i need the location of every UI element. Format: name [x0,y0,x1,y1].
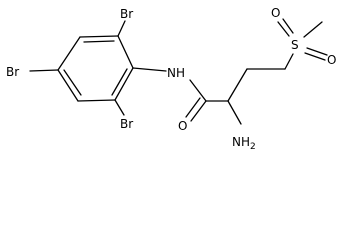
o-sulfonyl-1-label: O [271,6,280,20]
nh2-label: NH2 [232,135,256,152]
benzene-ring [57,35,134,102]
ring-bond-1 [117,35,134,69]
bond-carbonyl-o-2 [185,97,201,118]
o-sulfonyl-2-label: O [327,53,336,67]
bond-alpha-beta [227,68,248,102]
bond-s-methyl [303,21,323,38]
bond-ring-br-top [117,20,126,37]
ring-bond-2 [114,67,134,101]
molecule-structure: Br Br Br NH O NH2 S O O [6,6,336,152]
bond-ring-br-bottom [114,99,125,116]
ring-bond-6 [79,35,119,38]
ring-bond-3 [77,99,116,102]
bond-ring-nh [132,67,167,72]
ring-double-1 [83,40,115,43]
bond-s-o2-b [306,47,328,56]
bond-s-o1-b [282,18,294,34]
ring-bond-5 [57,36,81,71]
bond-s-o2-a [304,52,326,61]
bond-carbonyl-o-1 [190,100,207,122]
bond-gamma-s [284,53,294,70]
bond-ring-br-left [29,69,59,72]
nh2-subscript: 2 [250,142,256,152]
ring-double-3 [63,69,82,96]
bond-nh-carbonyl [189,79,207,102]
br-left-label: Br [6,65,19,79]
s-label: S [291,38,299,52]
br-bottom-label: Br [120,117,133,131]
ring-bond-4 [57,69,79,102]
br-top-label: Br [120,7,133,21]
bond-alpha-nh2 [227,100,242,125]
ring-double-2 [111,68,128,96]
nh-label: NH [167,66,185,80]
nh2-main: NH [232,135,250,149]
o-carbonyl-label: O [178,119,187,133]
bond-s-o1-a [277,21,290,37]
